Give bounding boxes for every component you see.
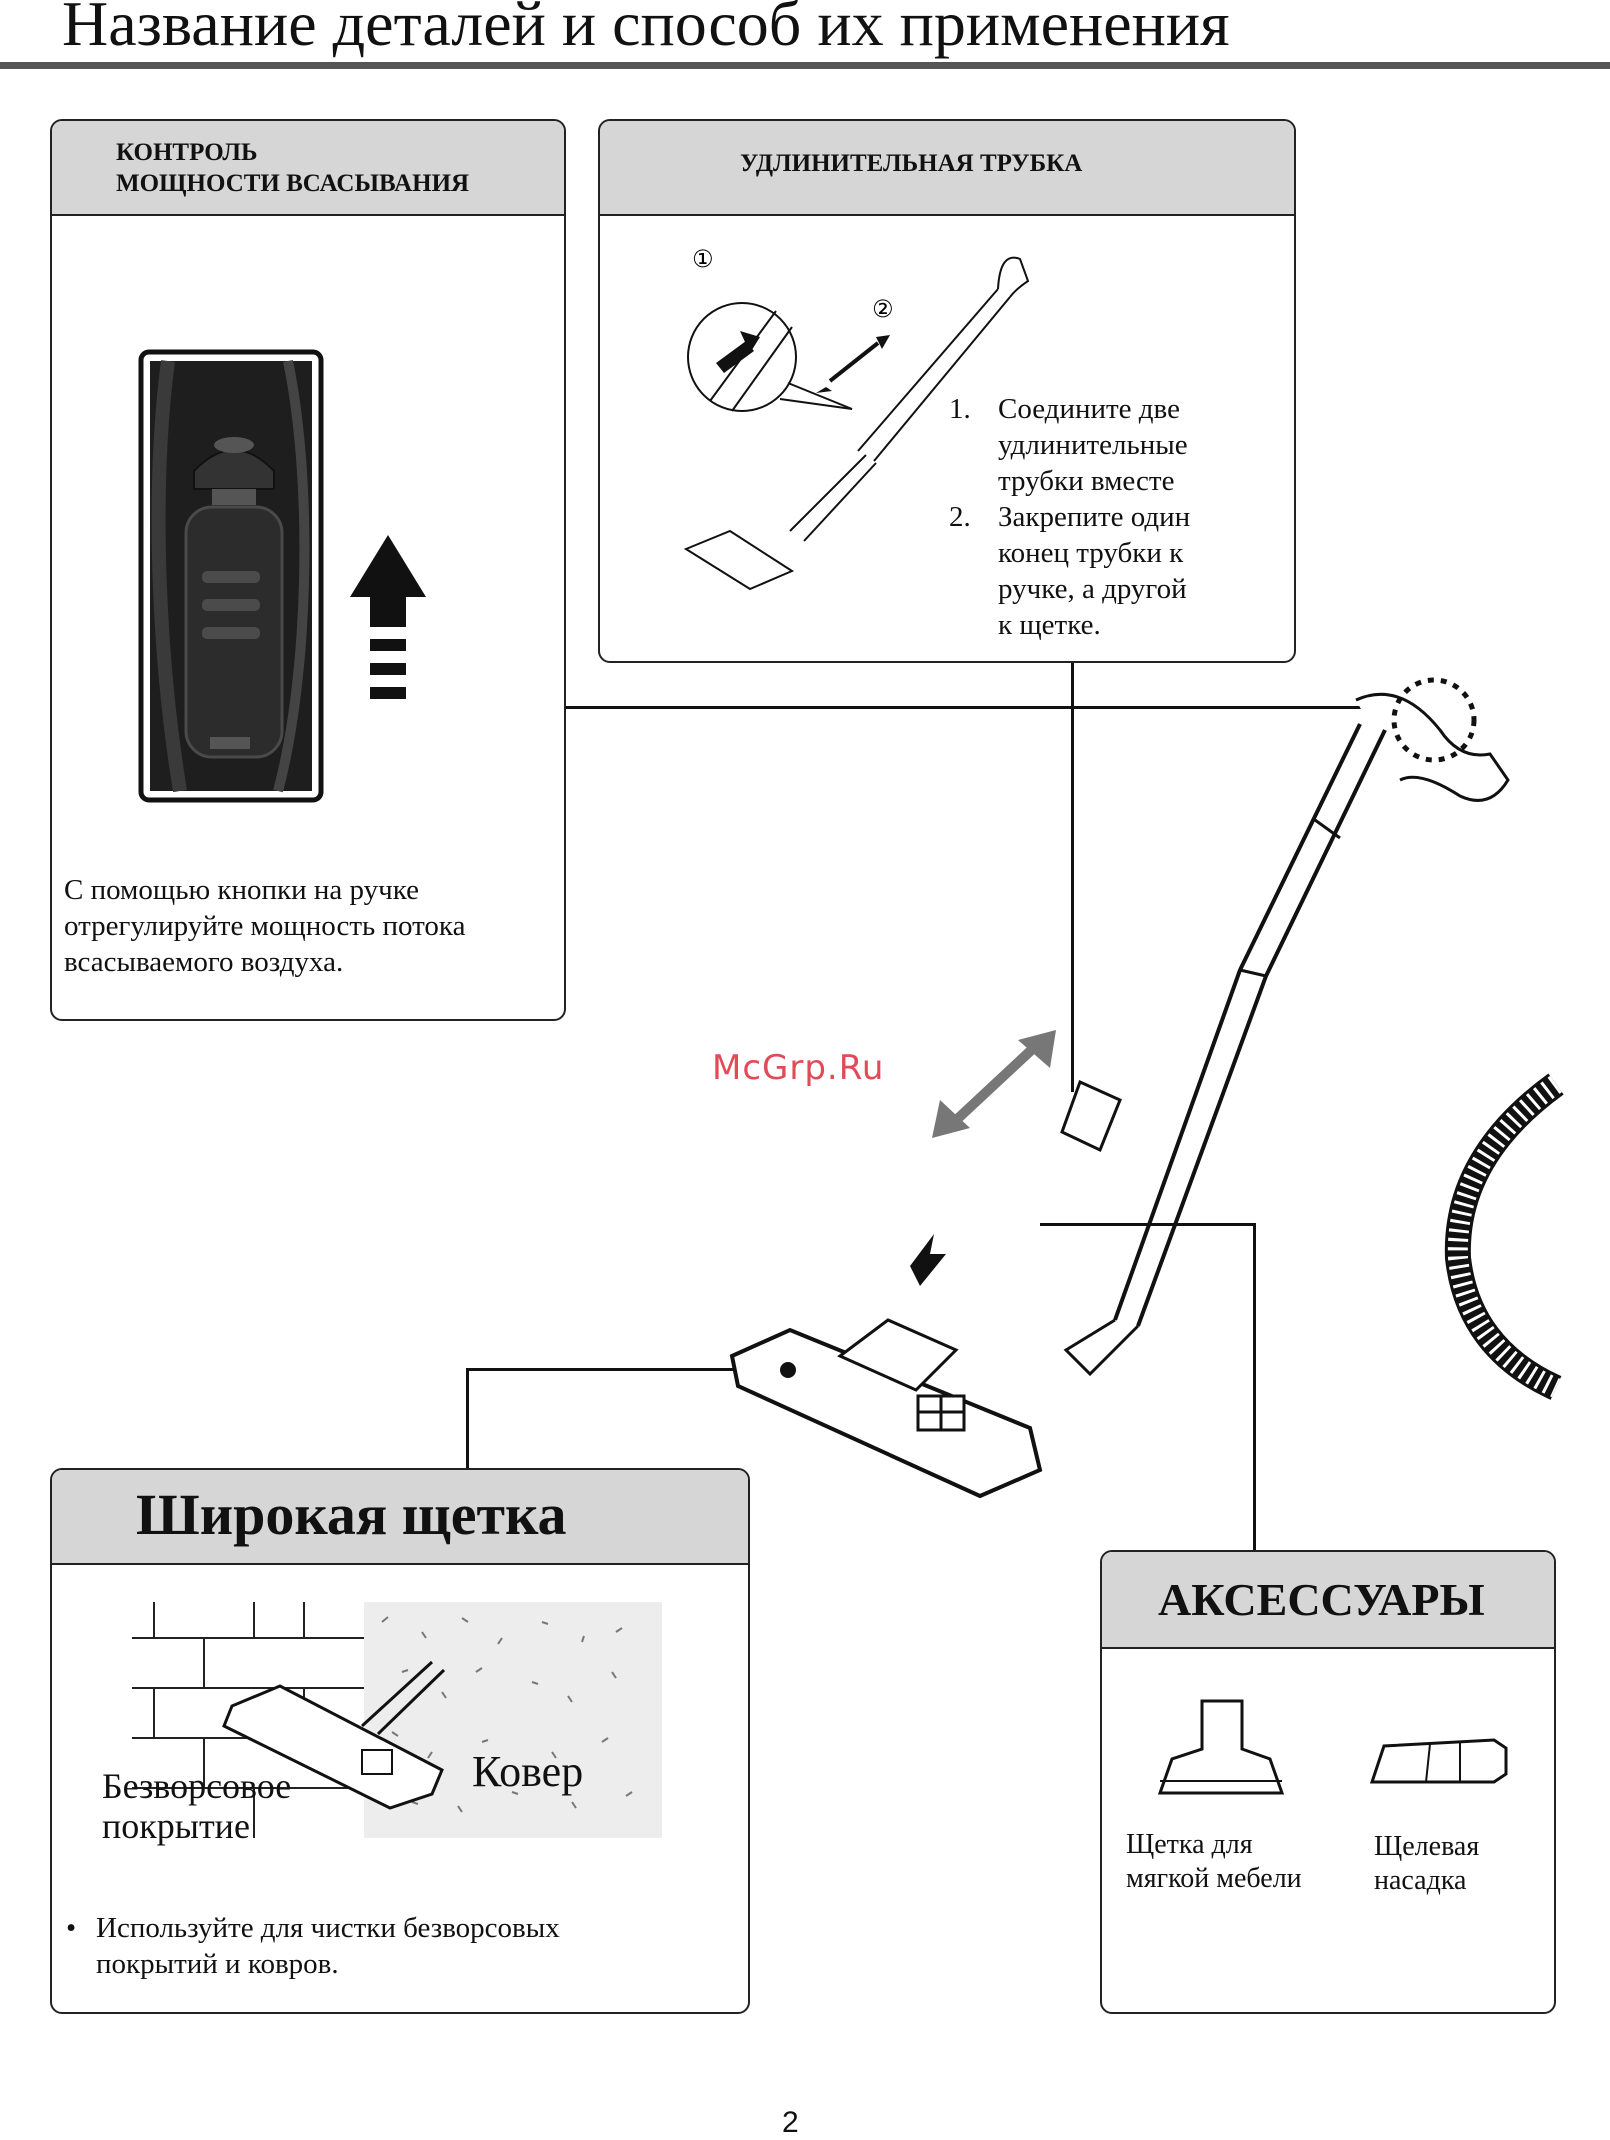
extension-tube-heading: УДЛИНИТЕЛЬНАЯ ТРУБКА bbox=[600, 121, 1294, 216]
upholstery-brush-label: Щетка для мягкой мебели bbox=[1126, 1828, 1302, 1896]
page-title: Название деталей и способ их применения bbox=[62, 0, 1230, 59]
watermark: McGrp.Ru bbox=[712, 1048, 885, 1088]
text-line: отрегулируйте мощность потока bbox=[64, 910, 466, 942]
text-line: мягкой мебели bbox=[1126, 1863, 1302, 1894]
extension-tube-panel: УДЛИНИТЕЛЬНАЯ ТРУБКА ① ② 1. Соедините дв… bbox=[598, 119, 1296, 663]
bullet: • bbox=[66, 1912, 77, 1944]
brush-note: • Используйте для чистки безворсовых пок… bbox=[66, 1910, 560, 1982]
text-line: Безворсовое bbox=[102, 1766, 292, 1806]
floor-carpet-illustration bbox=[132, 1602, 662, 1838]
step-number: 1. bbox=[949, 393, 971, 425]
text-line: всасываемого воздуха. bbox=[64, 946, 344, 978]
wide-brush-heading: Широкая щетка bbox=[52, 1470, 748, 1565]
text-line: Щелевая bbox=[1374, 1831, 1480, 1862]
power-button-photo bbox=[138, 349, 324, 803]
connector-brush-h bbox=[466, 1368, 736, 1371]
step-1: 1. Соедините две удлинительные трубки вм… bbox=[949, 391, 1190, 499]
tube-instructions: 1. Соедините две удлинительные трубки вм… bbox=[949, 391, 1190, 643]
carpet-label: Ковер bbox=[472, 1747, 584, 1796]
step-number: 2. bbox=[949, 501, 971, 533]
floor-label: Безворсовое покрытие bbox=[102, 1766, 291, 1846]
text-line: трубки вместе bbox=[998, 465, 1175, 497]
double-arrow-icon bbox=[932, 1030, 1056, 1138]
text-line: удлинительные bbox=[998, 429, 1188, 461]
accessories-heading: АКСЕССУАРЫ bbox=[1102, 1552, 1554, 1649]
upholstery-brush-icon bbox=[1157, 1699, 1285, 1795]
text-line: Закрепите один bbox=[998, 501, 1191, 533]
wide-brush-panel: Широкая щетка Безворсовое покрытие Ковер… bbox=[50, 1468, 750, 2014]
text-line: конец трубки к bbox=[998, 537, 1184, 569]
connector-acc-v bbox=[1253, 1223, 1256, 1551]
connector-tube bbox=[1071, 660, 1074, 1092]
step-text: Соедините две удлинительные трубки вмест… bbox=[998, 391, 1188, 499]
text-line: С помощью кнопки на ручке bbox=[64, 874, 419, 906]
tube-assembly-illustration: ① ② bbox=[683, 245, 1030, 591]
hose-icon bbox=[1444, 1073, 1564, 1400]
heading-line: МОЩНОСТИ ВСАСЫВАНИЯ bbox=[116, 170, 470, 197]
step-text: Закрепите один конец трубки к ручке, а д… bbox=[998, 499, 1190, 643]
crevice-nozzle-label: Щелевая насадка bbox=[1374, 1830, 1479, 1898]
text-line: ручке, а другой bbox=[998, 573, 1187, 605]
text-line: насадка bbox=[1374, 1865, 1467, 1896]
suction-control-text: С помощью кнопки на ручке отрегулируйте … bbox=[64, 872, 465, 980]
text-line: покрытие bbox=[102, 1806, 250, 1846]
step-marker-2: ② bbox=[872, 295, 894, 323]
accessories-panel: АКСЕССУАРЫ Щетка для мягкой мебели Щелев… bbox=[1100, 1550, 1556, 2014]
note-line-1: • Используйте для чистки безворсовых bbox=[66, 1910, 560, 1946]
heading-line: КОНТРОЛЬ bbox=[116, 139, 258, 166]
crevice-nozzle-icon bbox=[1369, 1738, 1508, 1784]
vacuum-illustration bbox=[729, 677, 1510, 1499]
page-number: 2 bbox=[782, 2106, 799, 2139]
connector-suction bbox=[563, 706, 1393, 709]
title-rule bbox=[0, 62, 1610, 69]
suction-control-heading: КОНТРОЛЬ МОЩНОСТИ ВСАСЫВАНИЯ bbox=[52, 121, 564, 216]
up-arrow-icon bbox=[350, 535, 426, 699]
text-line: к щетке. bbox=[998, 609, 1101, 641]
step-marker-1: ① bbox=[692, 245, 714, 273]
suction-control-panel: КОНТРОЛЬ МОЩНОСТИ ВСАСЫВАНИЯ С помощью к… bbox=[50, 119, 566, 1021]
text-line: Соедините две bbox=[998, 393, 1180, 425]
connector-brush-v bbox=[466, 1368, 469, 1470]
text-line: покрытий и ковров. bbox=[96, 1948, 339, 1980]
text-line: Щетка для bbox=[1126, 1829, 1253, 1860]
text-line: Используйте для чистки безворсовых bbox=[96, 1912, 560, 1944]
step-2: 2. Закрепите один конец трубки к ручке, … bbox=[949, 499, 1190, 643]
